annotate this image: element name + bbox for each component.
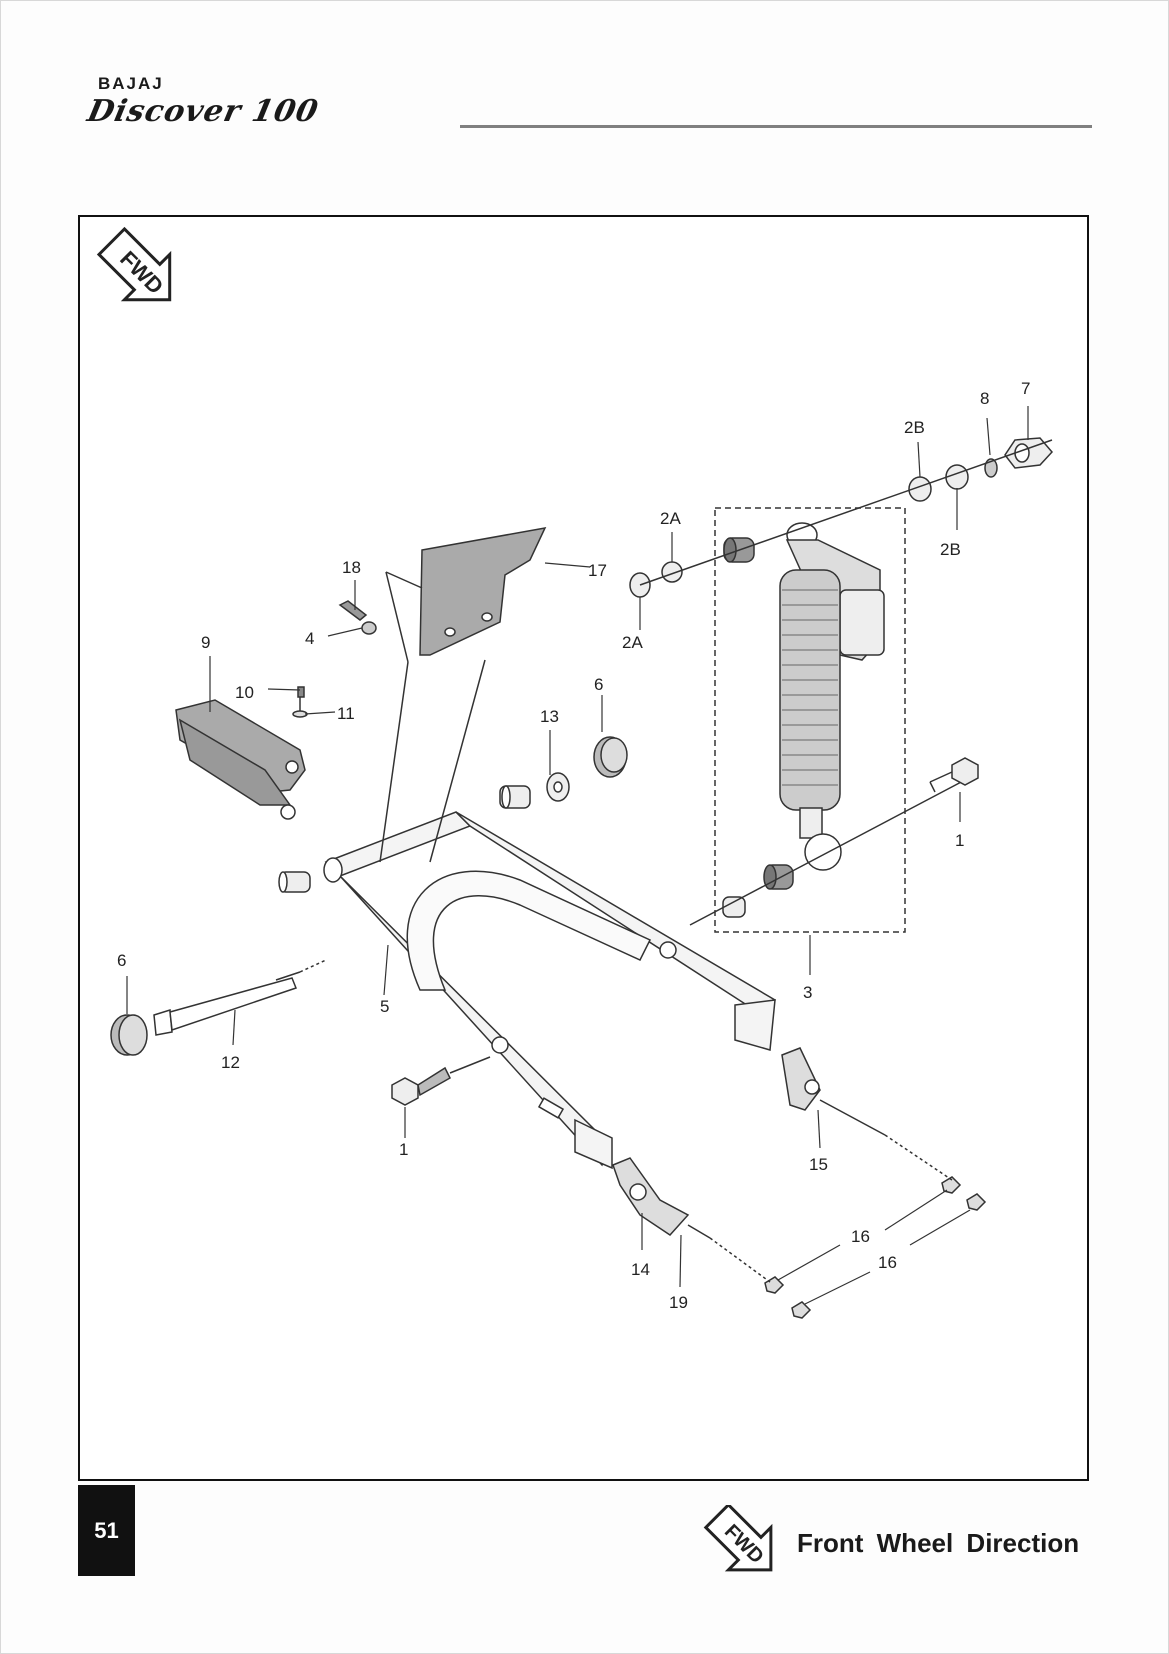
- fwd-arrow-icon: FWD: [96, 226, 172, 302]
- callout-11: 11: [337, 704, 355, 723]
- callout-2a-upper: 2A: [660, 509, 681, 528]
- fwd-legend-icon: FWD: [703, 1505, 773, 1572]
- callout-19: 19: [669, 1293, 688, 1312]
- callout-16-upper: 16: [851, 1227, 870, 1246]
- callout-5: 5: [380, 997, 389, 1016]
- chain-adjuster-15: [781, 1047, 886, 1136]
- spring-washer-8: [984, 458, 998, 478]
- chain-adjuster-14: [612, 1157, 711, 1239]
- fwd-legend-text: Front Wheel Direction: [797, 1528, 1080, 1558]
- adjuster-nut-2: [966, 1193, 987, 1211]
- callout-3: 3: [803, 983, 812, 1002]
- washer-2b-lower: [945, 464, 969, 490]
- washer-4: [361, 621, 377, 635]
- callout-12: 12: [221, 1053, 240, 1072]
- callout-13: 13: [540, 707, 559, 726]
- chain-guard-cover: [379, 527, 547, 863]
- callout-2a-lower: 2A: [622, 633, 643, 652]
- dust-cap-right: [593, 736, 628, 778]
- callout-10: 10: [235, 683, 254, 702]
- adjuster-nut-3: [764, 1276, 785, 1294]
- shock-absorber: [779, 522, 885, 871]
- callout-9: 9: [201, 633, 210, 652]
- shock-mount-bolt-lower: [391, 1056, 491, 1106]
- shock-absorber-boundary: [714, 507, 906, 933]
- callout-16-lower: 16: [878, 1253, 897, 1272]
- header-rule: [460, 125, 1092, 128]
- pivot-bolt: [153, 959, 327, 1036]
- callout-14: 14: [631, 1260, 650, 1279]
- lower-collar: [722, 896, 746, 918]
- washer-13: [546, 772, 570, 802]
- callout-6-upper: 6: [594, 675, 603, 694]
- adjuster-nut-4: [791, 1301, 812, 1319]
- callout-1-upper: 1: [955, 831, 964, 850]
- callout-7: 7: [1021, 379, 1030, 398]
- dust-cap-left: [110, 1014, 148, 1056]
- nut-7: [1004, 437, 1054, 469]
- swing-arm: [323, 811, 776, 1170]
- callout-1-lower: 1: [399, 1140, 408, 1159]
- diagram-frame: [78, 215, 1089, 1481]
- callout-18: 18: [342, 558, 361, 577]
- washer-11: [292, 710, 308, 718]
- callout-2b-upper: 2B: [904, 418, 925, 437]
- pivot-bush-left: [278, 871, 311, 893]
- bolt-18: [338, 600, 368, 621]
- callout-6-lower: 6: [117, 951, 126, 970]
- callout-17: 17: [588, 561, 607, 580]
- page-number: 51: [78, 1485, 135, 1576]
- callout-4: 4: [305, 629, 314, 648]
- callout-2b-lower: 2B: [940, 540, 961, 559]
- shock-mount-bolt-upper: [929, 757, 979, 793]
- callout-15: 15: [809, 1155, 828, 1174]
- brand-name: BAJAJ: [98, 74, 164, 93]
- lower-bush: [763, 864, 794, 890]
- callout-8: 8: [980, 389, 989, 408]
- screw-10: [297, 686, 305, 712]
- pivot-bush-right: [499, 785, 531, 809]
- chain-guard: [175, 699, 306, 820]
